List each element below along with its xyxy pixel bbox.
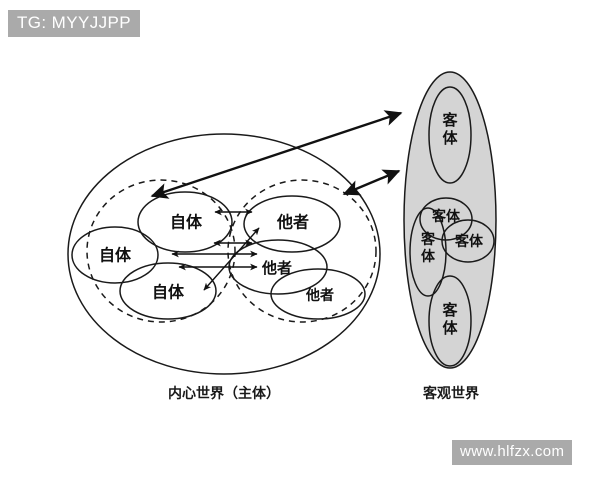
self-ellipse-left-label: 自体 [99, 246, 132, 265]
objective-world-container-ellipse [403, 71, 497, 369]
watermark-top-left: TG: MYYJJPP [8, 10, 140, 37]
other-ellipse-bottom [270, 268, 366, 320]
self-ellipse-left [71, 226, 159, 284]
world-arrow-group [150, 110, 403, 199]
other-ellipse-middle-label: 他者 [261, 259, 292, 277]
other-ellipse-top-label: 他者 [276, 213, 309, 232]
other-ellipse-group: 他者 他者 他者 [228, 195, 366, 320]
inner-world-group: 自体 自体 自体 他者 他者 他者 [67, 133, 381, 375]
objective-world-group: 客体 客体 客体 客体 客体 [403, 71, 497, 369]
object-ellipse-bottom [428, 275, 472, 367]
object-ellipse-bottom-label: 客体 [441, 301, 458, 337]
object-ellipse-bottom-label-char-2: 体 [442, 319, 458, 337]
self-ellipse-bottom [119, 262, 217, 320]
self-ellipse-bottom-label: 自体 [152, 283, 185, 302]
object-ellipse-bottom-label-char-1: 客 [441, 301, 458, 319]
object-ellipse-top-label: 客体 [441, 111, 458, 147]
object-ellipse-top-label-char-1: 客 [441, 111, 458, 129]
self-other-arrow-diagonal [203, 227, 260, 291]
other-ellipse-bottom-label: 他者 [305, 287, 334, 304]
upper-world-arrow [150, 110, 403, 199]
object-ellipse-center-upper-label: 客体 [431, 208, 461, 225]
object-ellipse-left-label-char-2: 体 [421, 248, 436, 265]
objective-world-caption: 客观世界 [422, 385, 480, 402]
inner-world-caption: 内心世界（主体） [168, 385, 280, 402]
watermark-bottom-right: www.hlfzx.com [452, 440, 573, 465]
self-other-arrow-group [171, 208, 260, 291]
object-ellipse-top-label-char-2: 体 [442, 129, 458, 147]
self-ellipse-group: 自体 自体 自体 [71, 191, 233, 320]
lower-world-arrow [342, 169, 401, 196]
object-ellipse-center-upper [419, 197, 473, 241]
object-ellipse-center-lower-label: 客体 [454, 233, 484, 250]
self-ellipse-top-label: 自体 [170, 213, 203, 232]
object-ellipse-left-label-char-1: 客 [420, 231, 436, 248]
object-ellipse-top [428, 86, 472, 184]
object-ellipse-center-lower [441, 219, 495, 263]
object-ellipse-left-label: 客体 [420, 231, 436, 265]
